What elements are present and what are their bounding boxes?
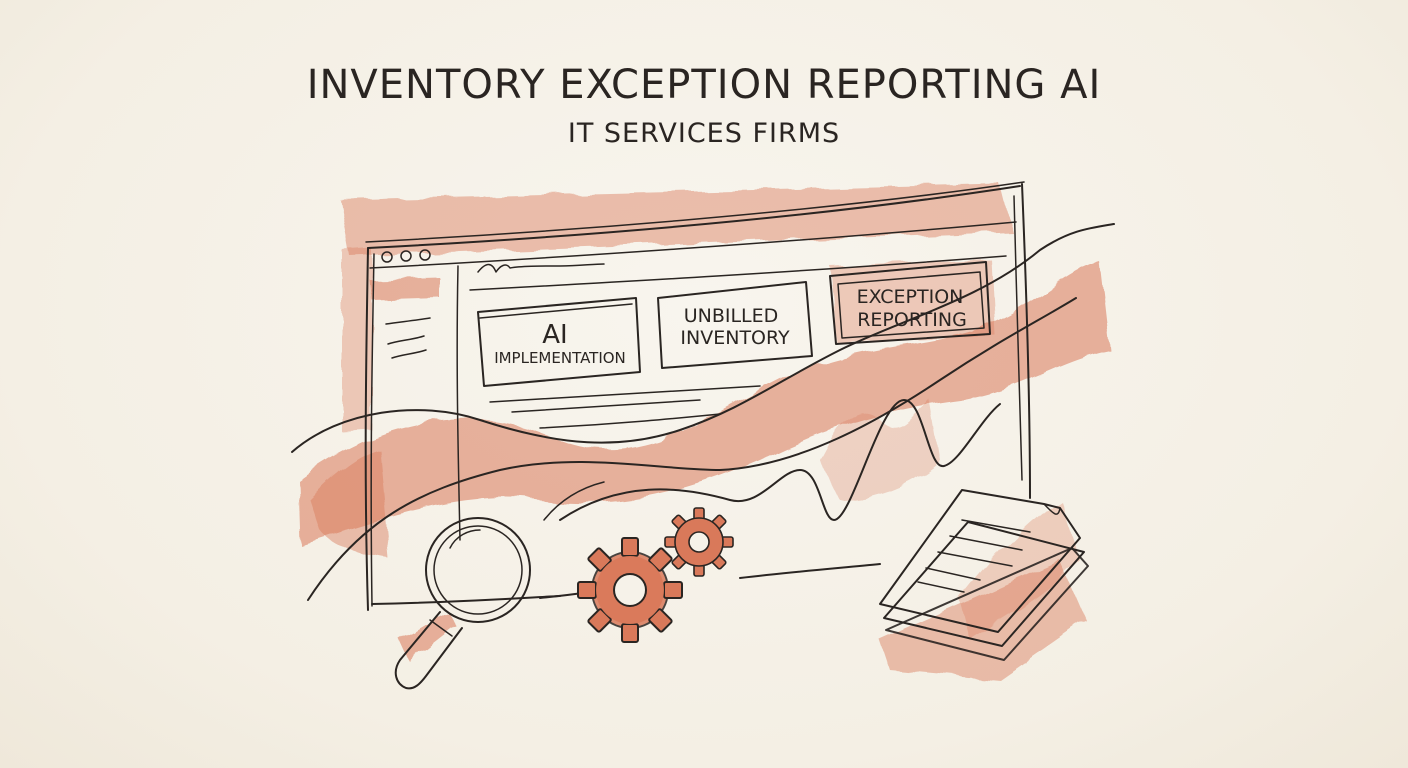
content-line-3 xyxy=(539,413,721,429)
gear-icon xyxy=(577,537,683,643)
sidebar-line-1 xyxy=(385,317,431,325)
page-title: INVENTORY EXCEPTION REPORTING AI xyxy=(306,62,1102,108)
window-dot-1 xyxy=(381,251,393,263)
gear-icon-small xyxy=(664,507,734,577)
card-1-subtitle: IMPLEMENTATION xyxy=(494,349,626,367)
card-exception-reporting: EXCEPTION REPORTING xyxy=(829,261,991,345)
trend-line xyxy=(559,399,1001,521)
card-2-title: UNBILLED xyxy=(684,305,779,327)
content-line-2 xyxy=(511,399,701,413)
header-scribble xyxy=(477,263,605,273)
card-ai-implementation: AI IMPLEMENTATION xyxy=(477,297,641,387)
watercolor-wash xyxy=(298,184,1110,680)
card-unbilled-inventory: UNBILLED INVENTORY xyxy=(657,281,813,369)
sidebar-line-2 xyxy=(387,335,425,345)
content-line-1 xyxy=(489,385,761,403)
browser-window xyxy=(364,181,1031,611)
card-2-subtitle: INVENTORY xyxy=(680,327,790,349)
wave-line-middle xyxy=(307,297,1077,601)
magnifying-glass-icon xyxy=(394,517,531,690)
card-1-title: AI xyxy=(542,320,567,350)
page-subtitle: IT SERVICES FIRMS xyxy=(567,118,841,149)
wave-line-top xyxy=(291,223,1115,453)
connector-right xyxy=(739,563,881,579)
trend-line-tail xyxy=(543,481,605,521)
document-stack-icon xyxy=(879,489,1089,661)
window-dot-2 xyxy=(400,250,412,262)
card-3-title: EXCEPTION xyxy=(857,286,964,308)
sidebar-line-3 xyxy=(391,349,427,359)
window-dot-3 xyxy=(419,249,431,261)
